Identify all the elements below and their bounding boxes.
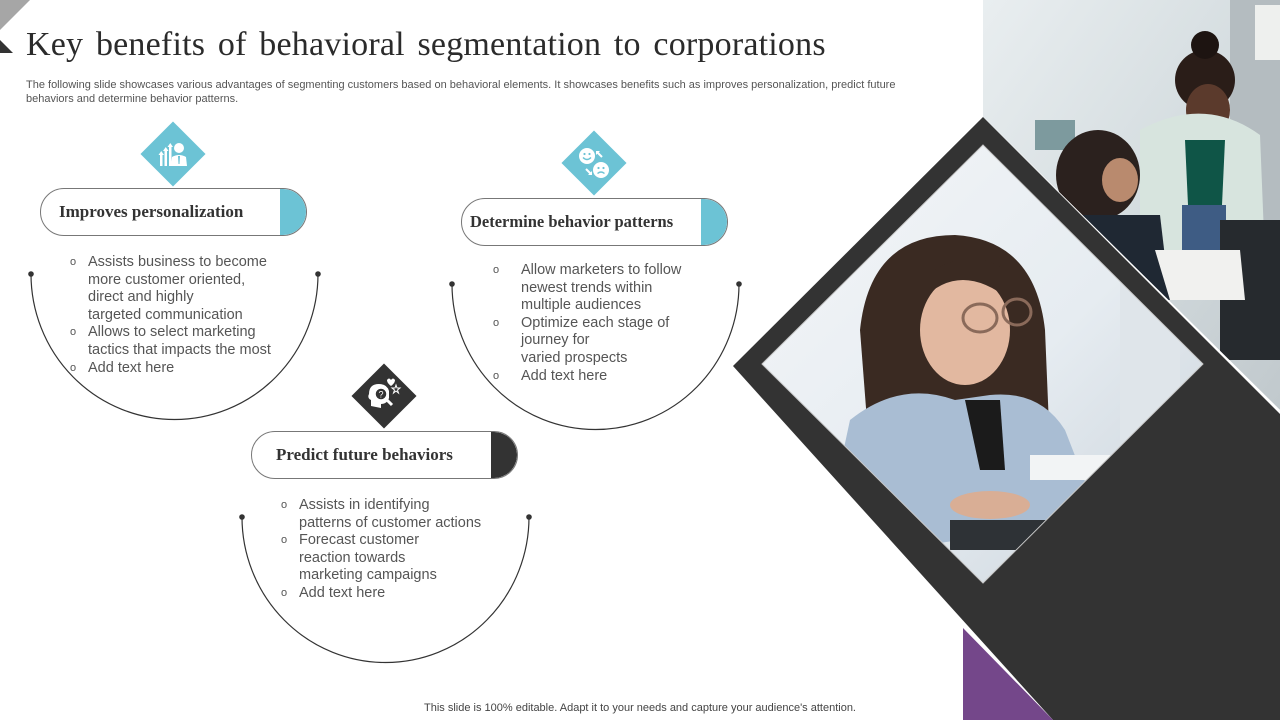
benefit-1-icon-badge <box>140 121 206 187</box>
bullet-item: o Add text here <box>493 367 608 384</box>
benefit-1-heading: Improves personalization <box>59 202 244 221</box>
benefit-1-heading-pill: Improves personalization <box>40 188 307 236</box>
pill-accent-cap <box>280 189 306 235</box>
photo-collage <box>733 0 1280 720</box>
benefit-1-arc <box>28 271 321 421</box>
head-question-search-icon: ? <box>368 378 402 408</box>
bullet-item: o Add text here <box>70 359 175 376</box>
benefit-3-arc <box>239 514 532 664</box>
slide-title: Key benefits of behavioral segmentation … <box>26 26 826 63</box>
slide-footer: This slide is 100% editable. Adapt it to… <box>0 702 1280 714</box>
benefit-3-heading-pill: Predict future behaviors <box>251 431 518 479</box>
footer-text: This slide is 100% editable. Adapt it to… <box>424 702 856 714</box>
svg-text:?: ? <box>378 390 383 400</box>
corner-decoration <box>0 0 30 53</box>
slide-subtitle: The following slide showcases various ad… <box>26 79 896 105</box>
pill-accent-cap <box>491 432 517 478</box>
bullet-item: o Add text here <box>281 584 386 601</box>
growth-person-icon <box>158 143 187 166</box>
benefit-2-heading: Determine behavior patterns <box>470 212 674 231</box>
benefit-3-icon-badge: ? <box>351 363 417 429</box>
happy-sad-faces-icon <box>579 148 609 178</box>
benefit-2-icon-badge <box>561 130 627 196</box>
purple-accent-triangle <box>963 628 1053 720</box>
benefit-2-arc <box>449 281 742 431</box>
benefit-2-heading-pill: Determine behavior patterns <box>461 198 728 246</box>
benefit-3-heading: Predict future behaviors <box>276 445 453 464</box>
